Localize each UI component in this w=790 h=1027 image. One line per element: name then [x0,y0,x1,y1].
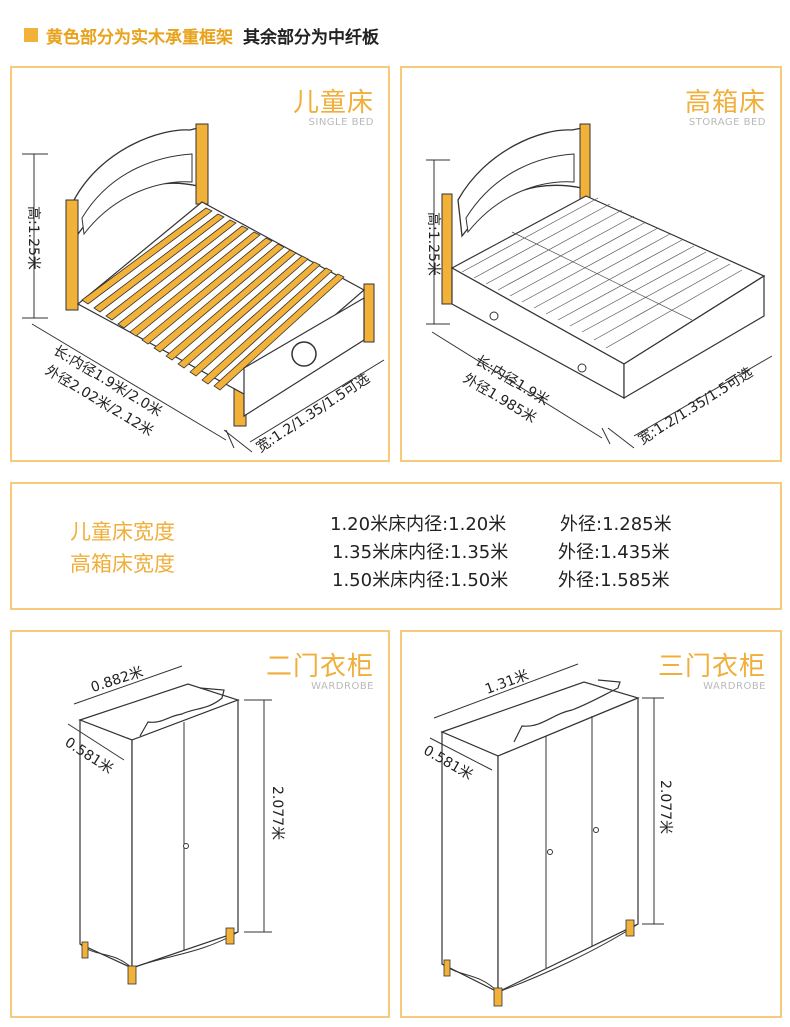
width-spec-panel: 儿童床宽度 高箱床宽度 1.20米床内径:1.20米 外径:1.285米 1.3… [10,482,782,610]
width-row-3-inner: 1.50米床内径:1.50米 [332,570,509,591]
kids-bed-panel: 儿童床 SINGLE BED [10,66,390,462]
wardrobe-2-height-label: 2.077米 [269,786,285,841]
wardrobe-3-panel: 三门衣柜 WARDROBE 1.31米 0.581米 2.077米 [400,630,782,1018]
wardrobe-3-title-block: 三门衣柜 WARDROBE [658,646,766,692]
wardrobe-2-subtitle: WARDROBE [311,681,374,692]
wardrobe-3-drawing [429,663,664,1007]
kids-bed-title: 儿童床 [292,88,374,118]
kids-bed-title-block: 儿童床 SINGLE BED [293,82,374,128]
kids-bed-height-label: 高:1.25米 [25,206,41,270]
wardrobe-3-subtitle: WARDROBE [703,681,766,692]
width-row-2-outer: 外径:1.435米 [558,542,670,563]
storage-bed-panel: 高箱床 STORAGE BED 高:1.25米 长: [400,66,782,462]
legend-mdf-text: 其余部分为中纤板 [243,27,379,48]
legend: 黄色部分为实木承重框架 其余部分为中纤板 [24,20,379,50]
wardrobe-3-height-label: 2.077米 [657,780,673,835]
width-row-1-outer: 外径:1.285米 [560,514,672,535]
width-row-2-inner: 1.35米床内径:1.35米 [332,542,509,563]
kids-bed-width-label: 儿童床宽度 [70,520,175,544]
kids-bed-subtitle: SINGLE BED [308,117,374,128]
kids-bed-drawing [22,123,385,453]
storage-bed-width-label: 高箱床宽度 [70,552,175,576]
wardrobe-2-panel: 二门衣柜 WARDROBE 0.882米 0.581米 2.077米 [10,630,390,1018]
wardrobe-2-title-block: 二门衣柜 WARDROBE [266,646,374,692]
wardrobe-2-drawing [67,665,272,985]
width-row-3-outer: 外径:1.585米 [558,570,670,591]
storage-bed-title-block: 高箱床 STORAGE BED [685,82,766,128]
wardrobe-3-title: 三门衣柜 [657,652,766,682]
legend-solid-wood-text: 黄色部分为实木承重框架 [46,27,233,48]
yellow-swatch [24,28,38,42]
wardrobe-2-title: 二门衣柜 [265,652,374,682]
storage-bed-height-label: 高:1.25米 [425,212,441,276]
storage-bed-title: 高箱床 [684,88,766,118]
storage-bed-subtitle: STORAGE BED [688,117,766,128]
width-row-1-inner: 1.20米床内径:1.20米 [330,514,507,535]
storage-bed-drawing [426,123,773,449]
